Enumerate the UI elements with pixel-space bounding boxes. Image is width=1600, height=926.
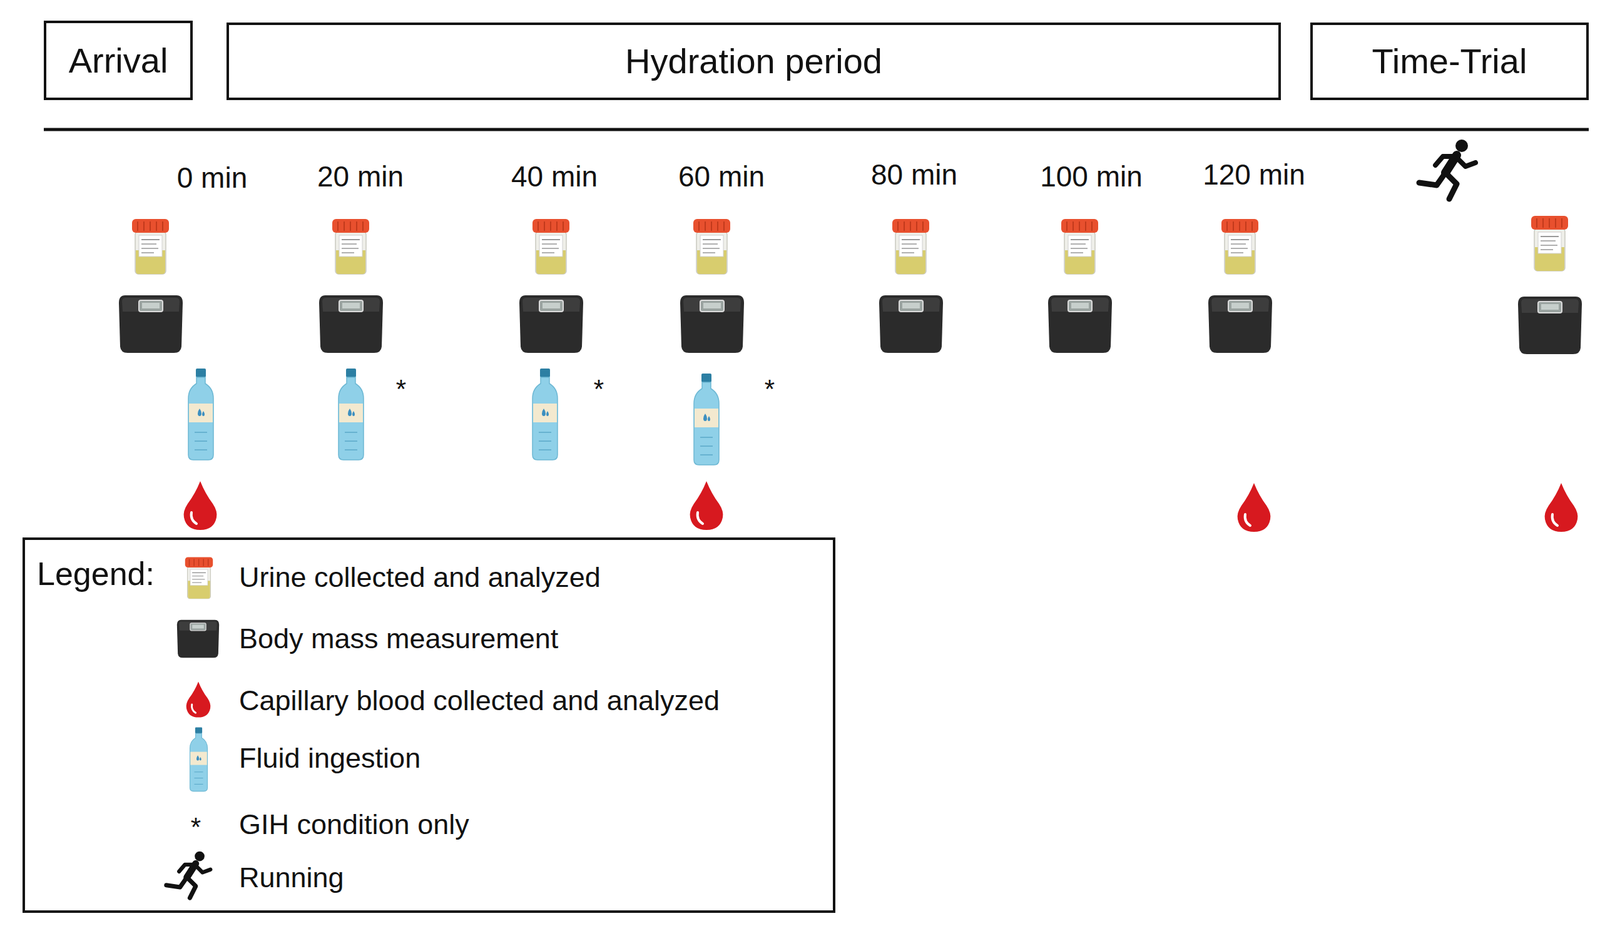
legend-text: Fluid ingestion	[239, 742, 421, 775]
time-label: 20 min	[317, 160, 404, 193]
legend-text: GIH condition only	[239, 809, 470, 841]
legend-asterisk: *	[190, 812, 201, 842]
asterisk-mark: *	[593, 374, 604, 404]
legend-heading: Legend:	[36, 556, 155, 592]
phase-label: Time-Trial	[1372, 41, 1528, 81]
blood-drops	[183, 481, 1579, 532]
legend-samples	[166, 557, 220, 899]
time-label: 100 min	[1039, 160, 1143, 193]
phase-box: Hydration period	[226, 22, 1281, 101]
phase-box: Arrival	[43, 20, 193, 101]
scales	[118, 295, 1582, 355]
runner-icon	[1419, 139, 1476, 199]
phase-label: Arrival	[68, 41, 169, 81]
legend-box	[23, 538, 835, 912]
asterisk-mark: *	[764, 374, 775, 404]
legend-text: Capillary blood collected and analyzed	[239, 685, 720, 717]
timeline	[43, 128, 1589, 132]
time-label: 40 min	[511, 160, 598, 193]
bottles	[188, 368, 719, 465]
phase-label: Hydration period	[625, 41, 883, 81]
legend-text: Body mass measurement	[239, 623, 559, 655]
phase-box: Time-Trial	[1310, 22, 1589, 101]
time-label: 80 min	[871, 158, 958, 191]
time-label: 120 min	[1202, 158, 1306, 191]
asterisk-mark: *	[396, 374, 407, 404]
time-label: 60 min	[678, 160, 765, 193]
time-label: 0 min	[177, 162, 248, 194]
urine-cups	[132, 215, 1569, 275]
legend-text: Urine collected and analyzed	[239, 561, 601, 594]
legend-text: Running	[239, 862, 345, 894]
